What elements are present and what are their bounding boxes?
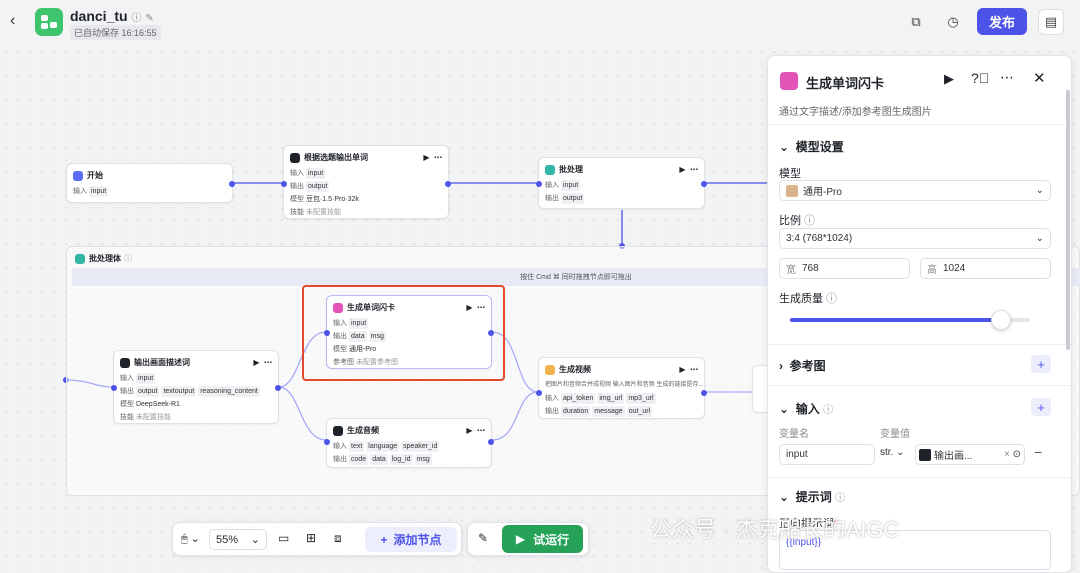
node-video[interactable]: 生成视频▶ ⋯ 把图片和音频合并成视频 输入图片和音频 生成的链接是存... 输… [536,357,707,419]
chevron-right-icon: › [779,359,783,373]
more-icon: ⋯ [434,153,442,162]
ratio-select[interactable]: 3:4 (768*1024)⌄ [779,228,1051,249]
node-settings-panel: 生成单词闪卡 ▶ ?⃝ ⋯ ✕ 通过文字描述/添加参考图生成图片 ⌄ 模型设置 … [767,55,1072,573]
var-type-select[interactable]: str. ⌄ [880,447,905,458]
var-value-header: 变量值 [880,429,910,440]
add-reference-button[interactable]: + [1031,355,1051,373]
section-model-settings[interactable]: ⌄ 模型设置 [779,140,844,154]
test-run-button[interactable]: ▶试运行 [502,525,583,553]
help-icon[interactable]: ?⃝ [971,70,990,86]
publish-button[interactable]: 发布 [977,8,1027,35]
add-node-button[interactable]: +添加节点 [365,527,457,552]
run-node-icon: ▶ [423,153,430,162]
panel-subtitle: 通过文字描述/添加参考图生成图片 [779,107,932,118]
chevron-down-icon: ⌄ [1035,185,1044,196]
model-select[interactable]: 通用-Pro⌄ [779,180,1051,201]
history-icon[interactable]: ◷ [947,14,959,29]
debug-icon[interactable]: ✎ [478,531,489,545]
var-ref-select[interactable]: 输出画...× ⊙ [915,444,1025,465]
section-input[interactable]: ⌄ 输入 ⓘ [779,402,834,416]
var-name-input[interactable]: input [779,444,875,465]
slider-handle[interactable] [991,310,1012,330]
section-reference-image[interactable]: › 参考图 [779,359,826,373]
minimap-icon[interactable]: ⧈ [334,531,342,545]
top-bar: ‹ danci_tu ⓘ ✎ 已自动保存 16:16:55 ⧉ ◷ 发布 ▤ [0,0,1080,46]
run-icon[interactable]: ▶ [944,71,954,86]
chevron-down-icon: ⌄ [779,140,790,154]
comment-icon[interactable]: ▭ [278,531,290,545]
zoom-select[interactable]: 55%⌄ [209,529,267,550]
ratio-label: 比例 ⓘ [779,215,816,227]
selection-highlight [302,285,505,381]
var-name-header: 变量名 [779,429,809,440]
edit-icon[interactable]: ✎ [145,13,154,24]
canvas-toolbar: 🖱︎ ⌄ 55%⌄ ▭ ⊞ ⧈ +添加节点 [172,522,462,556]
copy-icon[interactable]: ⧉ [911,14,921,29]
positive-prompt-label: 正向提示词* [779,518,839,530]
quality-slider[interactable] [790,310,1030,330]
app-title: danci_tu ⓘ ✎ [70,8,154,24]
section-prompt[interactable]: ⌄ 提示词 ⓘ [779,490,846,504]
app-logo [35,8,63,36]
quality-label: 生成质量 ⓘ [779,293,838,305]
watermark: 公众号 · 杰克船长的AIGC [650,517,900,542]
info-icon: ⓘ [131,13,142,24]
model-label: 模型 [779,168,801,180]
close-icon[interactable]: ✕ [1033,70,1046,87]
panel-title: 生成单词闪卡 [806,76,885,91]
panel-toggle-icon[interactable]: ▤ [1038,9,1064,35]
autosave-status: 已自动保存 16:16:55 [70,25,161,40]
mouse-mode-icon[interactable]: 🖱︎ ⌄ [181,533,200,545]
back-icon[interactable]: ‹ [10,12,16,29]
more-icon[interactable]: ⋯ [1000,69,1014,85]
scrollbar[interactable] [1066,90,1070,350]
grid-icon[interactable]: ⊞ [306,531,317,545]
positive-prompt-input[interactable]: {{input}} [779,530,1051,570]
remove-var-icon[interactable]: − [1034,444,1043,460]
add-input-button[interactable]: + [1031,398,1051,416]
image-gen-icon [780,72,798,90]
